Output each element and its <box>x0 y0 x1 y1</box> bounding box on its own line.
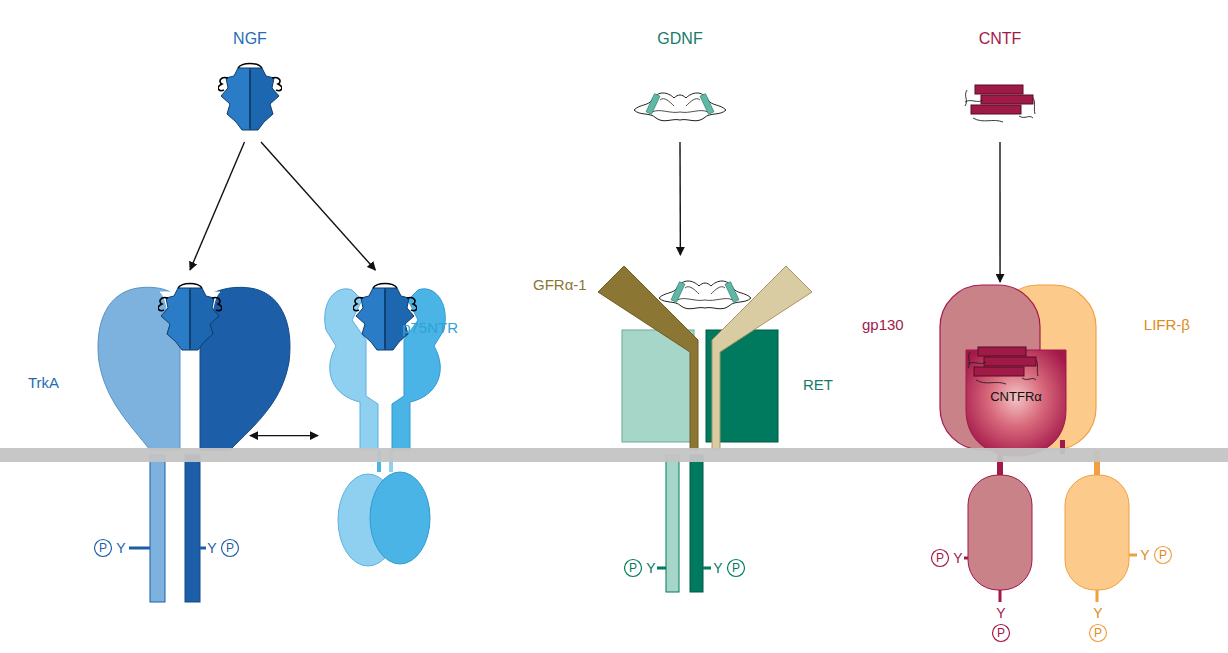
ligand-ngf: NGF <box>195 22 305 142</box>
receptor-p75: p75NTR <box>318 270 458 450</box>
binding-arrow <box>190 142 244 270</box>
phospho-site-label: Y <box>116 541 125 555</box>
phospho-site-label: P <box>1094 627 1102 639</box>
phospho-site-label: P <box>936 552 944 564</box>
receptor-label: CNTFRα <box>990 390 1042 404</box>
binding-arrow <box>250 435 318 436</box>
receptor-label: p75NTR <box>402 320 458 337</box>
receptor-label: GDNF <box>657 30 702 48</box>
binding-arrow <box>679 142 681 255</box>
binding-arrow <box>261 142 375 270</box>
receptor-label: NGF <box>233 30 267 48</box>
phospho-site-label: P <box>997 627 1005 639</box>
receptor-ret: RET <box>618 332 833 450</box>
receptor-label: GFRα-1 <box>533 277 587 294</box>
phospho-site-label: Y <box>1093 606 1102 620</box>
phospho-site-label: P <box>629 562 637 574</box>
phospho-site-label: Y <box>953 551 962 565</box>
phospho-site-label: Y <box>713 561 722 575</box>
phospho-site-label: P <box>732 562 740 574</box>
receptor-label: CNTF <box>979 30 1022 48</box>
receptor-label: TrkA <box>28 375 59 392</box>
phospho-site-label: Y <box>207 541 216 555</box>
receptor-label: gp130 <box>862 317 904 334</box>
phospho-site-label: P <box>1159 549 1167 561</box>
coreceptor-gfra1: GFRα-1 <box>533 255 777 355</box>
phospho-site-label: P <box>99 542 107 554</box>
ligand-cntf: CNTF <box>950 22 1050 142</box>
receptor-trka: TrkA <box>28 270 250 450</box>
receptor-label: LIFR-β <box>1144 317 1190 334</box>
receptor-lifr: LIFR-β <box>995 282 1190 450</box>
receptor-label: RET <box>803 377 833 394</box>
phospho-site-label: Y <box>646 561 655 575</box>
receptor-gp130: gp130 <box>862 282 1042 450</box>
binding-arrow <box>999 142 1000 282</box>
ligand-gdnf: GDNF <box>625 22 735 142</box>
receptor-cntfra: CNTFRα <box>966 350 1066 450</box>
phospho-site-label: Y <box>1140 548 1149 562</box>
phospho-site-label: P <box>226 542 234 554</box>
phospho-site-label: Y <box>996 606 1005 620</box>
